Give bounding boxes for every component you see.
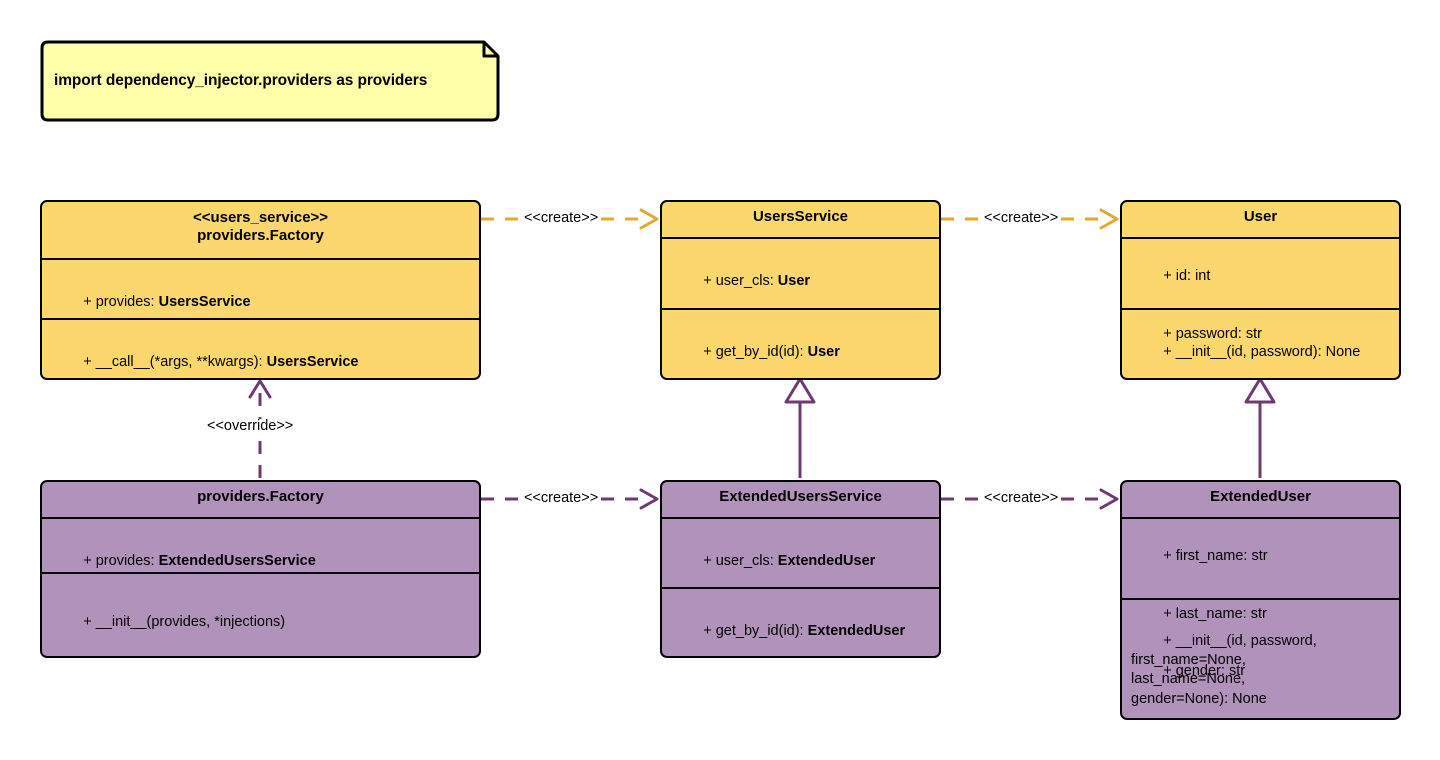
attribute-text: + last_name: str xyxy=(1163,605,1267,622)
attribute-text: + id: int xyxy=(1163,268,1211,285)
attribute-text: + provides: xyxy=(83,294,159,311)
attributes-compartment: + user_cls: ExtendedUser xyxy=(662,519,939,589)
attribute-row: + provides: UsersService xyxy=(51,274,470,331)
method-row: + __init__(provides, *injections) xyxy=(51,594,470,651)
method-text: + get_by_id(id): xyxy=(703,344,808,361)
attribute-text: + gender: str xyxy=(1163,662,1246,679)
note-shape xyxy=(40,40,500,122)
class-stereotype: <<users_service>> xyxy=(192,209,329,226)
method-row: + __call__(*args, **kwargs): ExtendedUse… xyxy=(51,651,470,656)
class-header: providers.Factory xyxy=(42,482,479,519)
attribute-row: + first_name: str xyxy=(1131,528,1390,585)
method-return: UsersService xyxy=(266,354,359,371)
method-row: + get_by_id(id): ExtendedUser xyxy=(671,603,930,656)
attribute-type: ExtendedUser xyxy=(777,553,876,570)
methods-compartment: + __call__(*args, **kwargs): UsersServic… xyxy=(42,320,479,378)
class-user[interactable]: User + id: int + password: str + __init_… xyxy=(1120,200,1401,380)
class-name: UsersService xyxy=(752,208,849,225)
methods-compartment: + get_by_id(id): User xyxy=(662,310,939,378)
methods-compartment: + __init__(id, password, first_name=None… xyxy=(1122,600,1399,718)
attribute-text: + first_name: str xyxy=(1163,548,1268,565)
attribute-type: User xyxy=(777,273,811,290)
attributes-compartment: + provides: UsersService xyxy=(42,260,479,320)
class-name: ExtendedUsersService xyxy=(719,488,882,505)
note-text: import dependency_injector.providers as … xyxy=(54,72,428,89)
method-text: + __init__(provides, *injections) xyxy=(83,614,286,631)
method-text: + get_by_id(id): xyxy=(703,623,808,640)
attribute-row: + gender: str xyxy=(1131,643,1390,700)
class-extended-users-service[interactable]: ExtendedUsersService + user_cls: Extende… xyxy=(660,480,941,658)
attribute-type: ExtendedUsersService xyxy=(158,553,316,570)
edge-label-create-bottom-right: <<create>> xyxy=(981,490,1062,507)
note-import: import dependency_injector.providers as … xyxy=(40,40,500,122)
method-row: + __init__(id, password, first_name=None… xyxy=(1131,613,1390,718)
method-return: ExtendedUser xyxy=(807,623,906,640)
edge-label-override: <<override>> xyxy=(204,418,297,435)
attribute-row: + provides: ExtendedUsersService xyxy=(51,533,470,590)
attribute-text: + provides: xyxy=(83,553,159,570)
methods-compartment: + get_by_id(id): ExtendedUser xyxy=(662,589,939,656)
class-name: providers.Factory xyxy=(197,227,324,245)
attributes-compartment: + provides: ExtendedUsersService xyxy=(42,519,479,574)
class-header: User xyxy=(1122,202,1399,239)
class-extended-user[interactable]: ExtendedUser + first_name: str + last_na… xyxy=(1120,480,1401,720)
attribute-row: + user_cls: User xyxy=(671,253,930,310)
method-row: + __call__(*args, **kwargs): UsersServic… xyxy=(51,334,470,378)
class-users-service-factory[interactable]: <<users_service>> providers.Factory + pr… xyxy=(40,200,481,380)
class-header: ExtendedUser xyxy=(1122,482,1399,519)
class-extended-factory[interactable]: providers.Factory + provides: ExtendedUs… xyxy=(40,480,481,658)
class-name: User xyxy=(1243,208,1278,225)
attribute-row: + user_cls: ExtendedUser xyxy=(671,533,930,590)
attribute-text: + user_cls: xyxy=(703,273,778,290)
class-users-service[interactable]: UsersService + user_cls: User + get_by_i… xyxy=(660,200,941,380)
method-row: + __init__(id, password): None xyxy=(1131,324,1390,378)
attribute-row: + last_name: str xyxy=(1131,585,1390,642)
class-name: ExtendedUser xyxy=(1210,488,1311,505)
class-name: providers.Factory xyxy=(197,488,324,505)
method-text: + __call__(*args, **kwargs): xyxy=(83,354,267,371)
edge-label-create-top-left: <<create>> xyxy=(521,210,602,227)
attributes-compartment: + user_cls: User xyxy=(662,239,939,310)
attribute-type: UsersService xyxy=(158,294,251,311)
attribute-text: + user_cls: xyxy=(703,553,778,570)
attribute-row: + password: str xyxy=(1131,305,1390,362)
edge-label-create-top-right: <<create>> xyxy=(981,210,1062,227)
methods-compartment: + __init__(provides, *injections) + __ca… xyxy=(42,574,479,656)
class-header: <<users_service>> providers.Factory xyxy=(42,202,479,260)
connector-inherit-users-service xyxy=(784,377,816,478)
class-header: UsersService xyxy=(662,202,939,239)
edge-label-create-bottom-left: <<create>> xyxy=(521,490,602,507)
attributes-compartment: + first_name: str + last_name: str + gen… xyxy=(1122,519,1399,679)
method-row: + get_by_id(id): User xyxy=(671,324,930,378)
connector-inherit-user xyxy=(1244,377,1276,478)
attribute-row: + id: int xyxy=(1131,248,1390,305)
attribute-text: + password: str xyxy=(1163,325,1262,342)
method-text: + __init__(id, password, first_name=None… xyxy=(1131,633,1317,707)
connector-override xyxy=(248,379,272,478)
method-return: User xyxy=(807,344,840,361)
class-header: ExtendedUsersService xyxy=(662,482,939,519)
methods-compartment: + __init__(id, password): None xyxy=(1122,310,1399,378)
method-text: + __init__(id, password): None xyxy=(1163,344,1361,361)
attributes-compartment: + id: int + password: str xyxy=(1122,239,1399,342)
